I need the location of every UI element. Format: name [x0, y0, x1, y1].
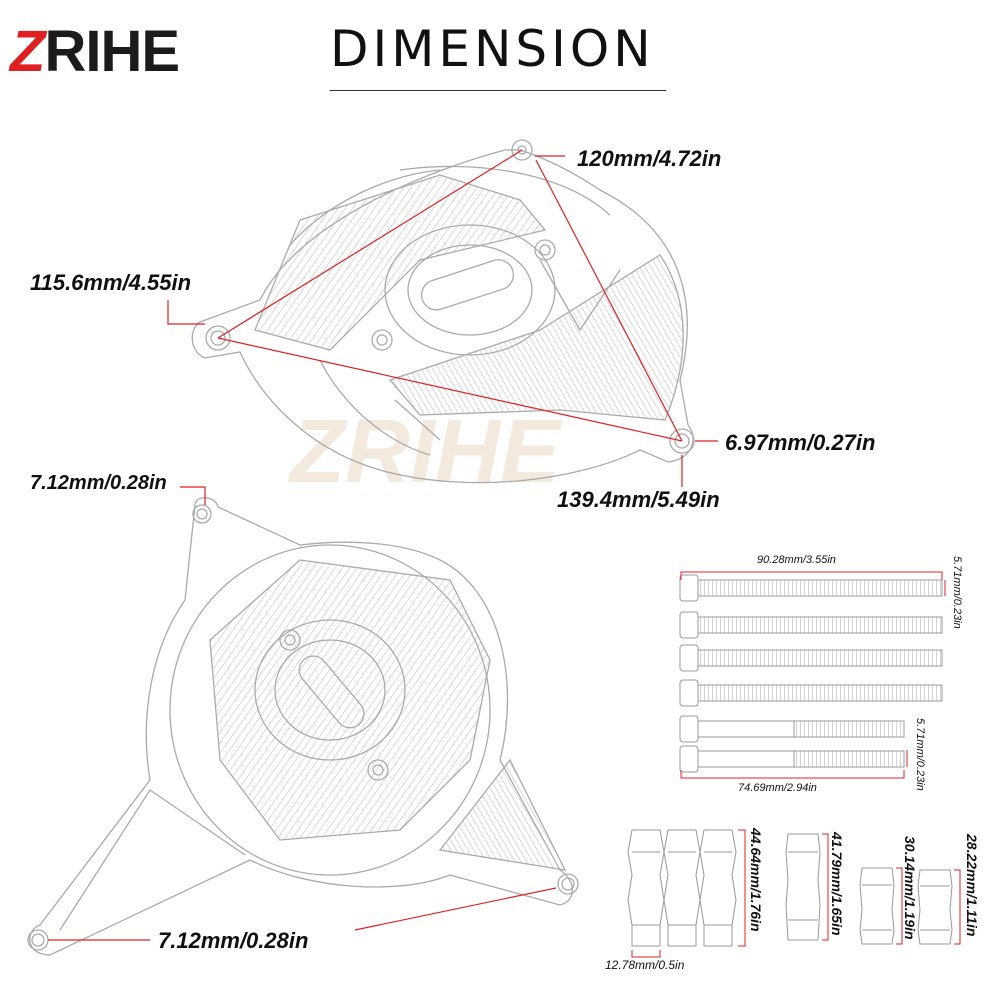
page-title: DIMENSION — [330, 20, 655, 78]
logo-text: RIHE — [44, 19, 180, 84]
bolt-long-1 — [679, 574, 943, 602]
spacer-set — [627, 829, 953, 947]
engine-cover-angled-view — [27, 497, 579, 956]
spacer-large-2 — [663, 829, 701, 947]
bolt-short-2 — [679, 745, 905, 773]
spacer-large-diameter-label: 12.78mm/0.5in — [605, 958, 685, 972]
bolt-long-length-label: 90.28mm/3.55in — [757, 554, 836, 566]
bolt-long-diameter-label: 5.71mm/0.23in — [951, 556, 963, 629]
bolt-dimension-lines — [680, 571, 946, 779]
hole-diameter-lower-label: 7.12mm/0.28in — [158, 928, 309, 953]
spacer-dimension-lines — [631, 829, 961, 958]
left-hole-span-label: 115.6mm/4.55in — [30, 270, 192, 295]
watermark: ZRIHE — [287, 402, 563, 502]
bolt-long-2 — [679, 611, 943, 639]
bolt-short-diameter-label: 5.71mm/0.23in — [914, 718, 926, 791]
bolt-long-4 — [679, 679, 943, 707]
title-underline — [330, 90, 666, 91]
top-hole-span-label: 120mm/4.72in — [577, 146, 722, 171]
top-dimension-lines — [167, 149, 718, 487]
spacer-small-height-label: 30.14mm/1.19in — [902, 836, 918, 940]
engine-cover-top-view — [191, 139, 695, 484]
bolt-long-3 — [679, 644, 943, 672]
bolt-short-length-label: 74.69mm/2.94in — [738, 782, 817, 794]
spacer-large-1 — [627, 829, 665, 947]
logo-mark: Z — [10, 19, 45, 84]
diagonal-span-label: 139.4mm/5.49in — [557, 487, 720, 512]
spacer-large-height-label: 44.64mm/1.76in — [748, 828, 764, 932]
bolt-short-1 — [679, 715, 905, 743]
spacer-smallest-height-label: 28.22mm/1.11in — [964, 834, 980, 937]
spacer-medium — [785, 833, 821, 941]
hole-diameter-upper-left-label: 7.12mm/0.28in — [30, 472, 167, 494]
bottom-dimension-lines — [48, 486, 557, 941]
brand-logo: ZRIHE — [10, 18, 180, 85]
spacer-large-3 — [699, 829, 737, 947]
spacer-small — [859, 867, 895, 945]
spacer-smallest — [917, 869, 953, 945]
spacer-medium-height-label: 41.79mm/1.65in — [829, 832, 845, 936]
bolt-set — [679, 574, 943, 773]
hole-diameter-right-label: 6.97mm/0.27in — [725, 430, 876, 455]
